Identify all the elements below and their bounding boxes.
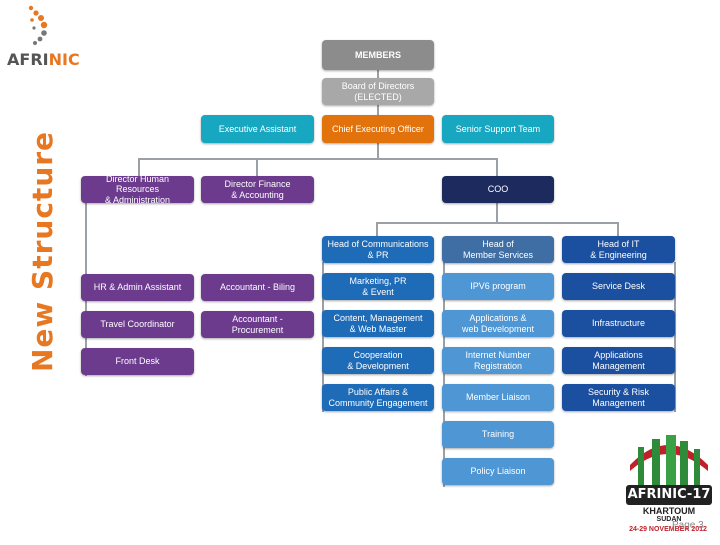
travel-coordinator-box: Travel Coordinator [81, 311, 194, 338]
security-risk-box: Security & Risk Management [562, 384, 675, 411]
cooperation-box: Cooperation & Development [322, 347, 434, 374]
afrinic-logo-icon [28, 5, 48, 45]
front-desk-box: Front Desk [81, 348, 194, 375]
event-logo-icon [626, 435, 712, 537]
director-hr-box: Director Human Resources & Administratio… [81, 174, 194, 205]
connector [674, 262, 676, 412]
accountant-billing-box: Accountant - Biling [201, 274, 314, 301]
accountant-procurement-box: Accountant - Procurement [201, 311, 314, 338]
executive-assistant-box: Executive Assistant [201, 115, 314, 143]
members-box: MEMBERS [322, 40, 434, 70]
page-number: Page 3 [672, 520, 704, 531]
hr-admin-assistant-box: HR & Admin Assistant [81, 274, 194, 301]
logo-suffix: NIC [48, 50, 80, 69]
head-member-services-box: Head of Member Services [442, 236, 554, 263]
marketing-box: Marketing, PR & Event [322, 273, 434, 300]
board-of-directors-box: Board of Directors (ELECTED) [322, 78, 434, 105]
connector [377, 105, 379, 115]
event-city: KHARTOUM [642, 506, 696, 516]
applications-web-box: Applications & web Development [442, 310, 554, 337]
training-box: Training [442, 421, 554, 448]
afrinic-logo-text: AFRINIC [7, 50, 80, 69]
connector [256, 158, 258, 176]
connector [138, 158, 498, 160]
connector [322, 262, 324, 412]
policy-liaison-box: Policy Liaison [442, 458, 554, 485]
event-name: AFRINIC-17 [627, 487, 711, 502]
ceo-box: Chief Executing Officer [322, 115, 434, 143]
public-affairs-box: Public Affairs & Community Engagement [322, 384, 434, 411]
event-dates: 24-29 NOVEMBER 2012 [629, 526, 707, 533]
director-finance-box: Director Finance & Accounting [201, 176, 314, 203]
head-communications-box: Head of Communications & PR [322, 236, 434, 263]
logo-prefix: AFRI [7, 50, 49, 69]
service-desk-box: Service Desk [562, 273, 675, 300]
connector [376, 222, 378, 236]
member-liaison-box: Member Liaison [442, 384, 554, 411]
connector [377, 143, 379, 158]
infrastructure-box: Infrastructure [562, 310, 675, 337]
connector [376, 222, 618, 224]
ipv6-program-box: IPV6 program [442, 273, 554, 300]
applications-management-box: Applications Management [562, 347, 675, 374]
event-badge: AFRINIC-17 KHARTOUM SUDAN 24-29 NOVEMBER… [618, 425, 718, 540]
head-it-box: Head of IT & Engineering [562, 236, 675, 263]
connector [138, 158, 140, 176]
connector [617, 222, 619, 236]
side-title: New Structure [26, 130, 59, 372]
internet-number-registration-box: Internet Number Registration [442, 347, 554, 374]
connector [496, 203, 498, 223]
coo-box: COO [442, 176, 554, 203]
event-country: SUDAN [656, 516, 682, 523]
connector [443, 262, 445, 487]
senior-support-team-box: Senior Support Team [442, 115, 554, 143]
content-management-box: Content, Management & Web Master [322, 310, 434, 337]
connector [377, 70, 379, 78]
connector [496, 158, 498, 176]
